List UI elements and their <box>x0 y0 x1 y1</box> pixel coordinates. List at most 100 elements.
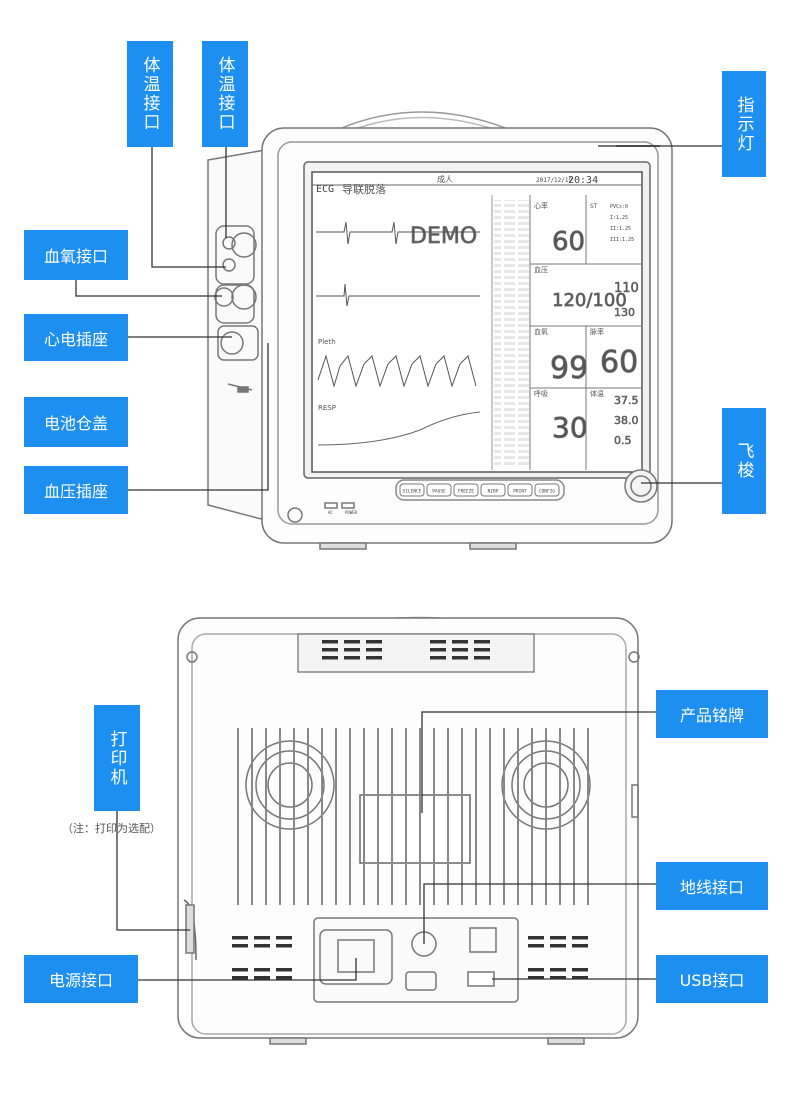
st-ii: II:1.25 <box>610 226 631 232</box>
vent-slot <box>452 640 468 644</box>
nibp-extra: 130 <box>614 306 635 319</box>
temp-connector-2 <box>222 258 236 272</box>
st-iii: III:1.25 <box>610 237 634 243</box>
screen-date: 2017/12/19 <box>536 177 573 184</box>
vent-slot <box>322 640 338 644</box>
rear-monitor <box>177 616 640 1045</box>
monitor-screen: ECG 导联脱落 成人 2017/12/19 20:34 DEMO Pleth … <box>312 174 642 470</box>
vent-slot <box>254 968 270 972</box>
hr-label: 心率 <box>534 201 548 210</box>
callout-temp-port-1: 体温接口 <box>127 41 173 147</box>
nameplate-plate <box>359 794 471 864</box>
nibp-mean: 110 <box>614 281 639 296</box>
vent-slot <box>254 976 270 980</box>
front-button-label: NIBP <box>488 489 499 495</box>
callout-indicator-light: 指示灯 <box>722 71 766 177</box>
power-button-icon <box>287 507 303 523</box>
vent-slot <box>572 968 588 972</box>
vent-slot <box>232 968 248 972</box>
vent-slot <box>276 936 292 940</box>
heatsink-ribs <box>237 728 589 905</box>
vent-slots <box>232 640 588 980</box>
screen-lead-title: 导联脱落 <box>342 182 386 196</box>
spo2-connector <box>214 287 234 307</box>
leader-nameplate <box>421 711 656 813</box>
temp-connector-1 <box>222 236 236 250</box>
spo2-label: 血氧 <box>534 327 548 336</box>
callout-spo2-port: 血氧接口 <box>24 230 128 280</box>
front-button-label: CONFIG <box>539 489 556 495</box>
vent-slot <box>232 936 248 940</box>
td-value: 0.5 <box>614 434 632 447</box>
front-button[interactable] <box>534 483 560 497</box>
front-button[interactable] <box>399 483 425 497</box>
vent-slot <box>430 656 446 660</box>
vent-slot <box>232 976 248 980</box>
vent-slot <box>550 944 566 948</box>
vent-slot <box>572 936 588 940</box>
callout-printer: 打印机 <box>94 705 140 811</box>
front-button[interactable] <box>480 483 506 497</box>
vent-slot <box>528 976 544 980</box>
st-label: ST <box>590 203 598 210</box>
leader-printer <box>116 811 190 931</box>
usb-connector <box>467 971 495 987</box>
vent-slot <box>430 648 446 652</box>
callout-temp-port-2: 体温接口 <box>202 41 248 147</box>
leader-spo2 <box>75 279 222 297</box>
front-small-label: POWER <box>345 510 358 515</box>
nibp-value: 120/100 <box>552 290 627 311</box>
screen-time: 20:34 <box>568 175 598 186</box>
resp-waveform <box>317 411 481 446</box>
st-i: I:1.25 <box>610 215 628 221</box>
vent-slot <box>572 976 588 980</box>
vent-slot <box>474 640 490 644</box>
vent-slot <box>254 944 270 948</box>
callout-usb-port: USB接口 <box>656 955 768 1003</box>
power-inlet <box>319 929 393 985</box>
leader-power <box>138 958 357 981</box>
t1-value: 37.5 <box>614 394 639 407</box>
callout-power-port: 电源接口 <box>24 955 138 1003</box>
resp-value: 30 <box>552 411 588 444</box>
vent-slot <box>276 968 292 972</box>
shuttle-knob-icon <box>624 469 658 503</box>
front-button[interactable] <box>426 483 452 497</box>
vent-slot <box>528 936 544 940</box>
vent-slot <box>344 656 360 660</box>
resp-label: RESP <box>318 404 336 412</box>
printer-note: （注：打印为选配） <box>62 822 161 835</box>
vent-slot <box>254 936 270 940</box>
screen-mode: ECG <box>316 184 334 195</box>
callout-ecg-socket: 心电插座 <box>24 314 128 361</box>
front-button[interactable] <box>507 483 533 497</box>
st-pvcs: PVCs:0 <box>610 204 628 210</box>
vent-slot <box>550 968 566 972</box>
pr-label: 脉率 <box>590 327 604 336</box>
screen-demo: DEMO <box>410 224 477 249</box>
vent-slot <box>344 648 360 652</box>
vent-slot <box>452 656 468 660</box>
front-button[interactable] <box>453 483 479 497</box>
vent-slot <box>550 936 566 940</box>
vent-slot <box>528 944 544 948</box>
vent-slot <box>344 640 360 644</box>
vent-slot <box>366 648 382 652</box>
vent-slot <box>430 640 446 644</box>
leader-ground <box>423 883 656 944</box>
callout-nameplate: 产品铭牌 <box>656 690 768 738</box>
front-button-label: SILENCE <box>403 489 422 495</box>
screen-patient-type: 成人 <box>437 174 453 184</box>
screw-icon <box>628 651 640 663</box>
pr-value: 60 <box>600 345 638 380</box>
temp-label: 体温 <box>590 389 604 398</box>
leader-nibp <box>126 343 269 491</box>
ecg-connector <box>220 331 244 355</box>
ecg-waveform-1 <box>316 221 480 245</box>
front-button-label: FREEZE <box>458 489 475 495</box>
vent-slot <box>276 944 292 948</box>
callout-nibp-socket: 血压插座 <box>24 466 128 514</box>
